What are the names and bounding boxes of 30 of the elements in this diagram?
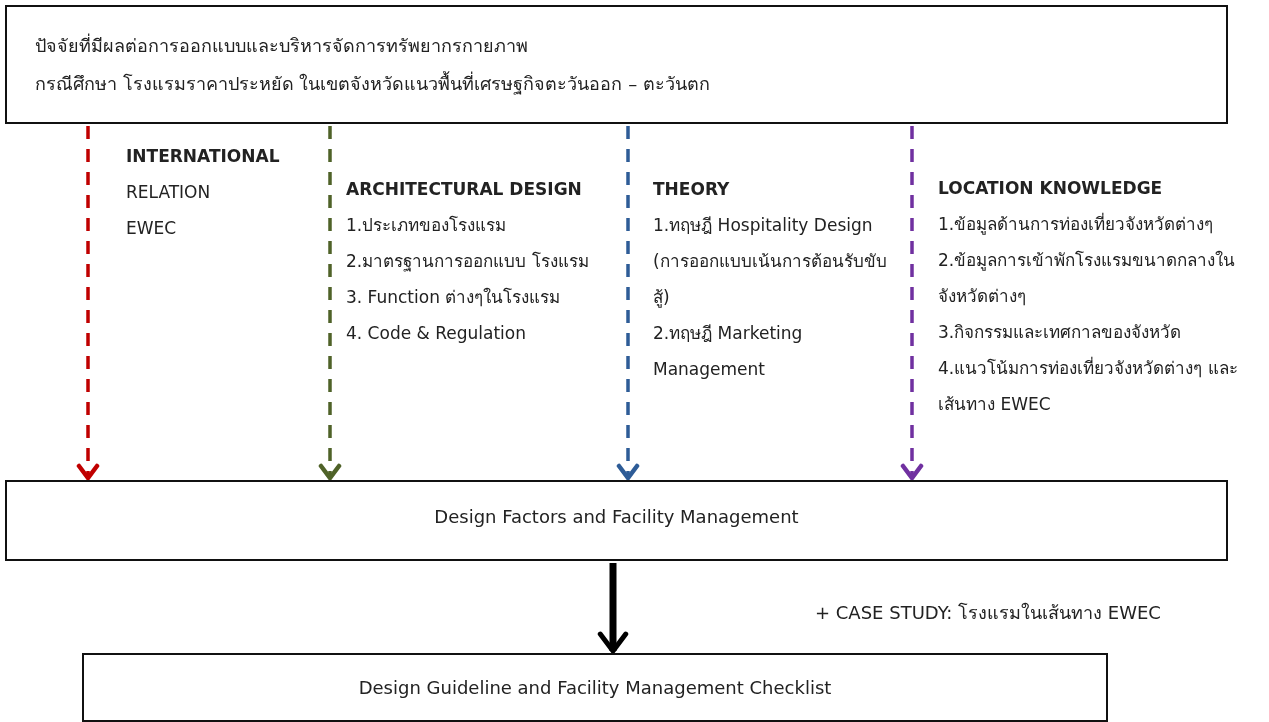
box-label: Design Factors and Facility Management: [434, 506, 799, 527]
column-heading: THEORY: [653, 178, 731, 201]
list-item: RELATION: [126, 181, 212, 204]
list-item: EWEC: [126, 217, 178, 240]
column-heading: LOCATION KNOWLEDGE: [938, 177, 1164, 200]
list-item: 1.ทฤษฎี Hospitality Design: [653, 214, 874, 237]
list-item: 1.ข้อมูลด้านการท่องเที่ยวจังหวัดต่างๆ: [938, 211, 1215, 237]
list-item: (การออกแบบเน้นการต้อนรับขับสู้): [653, 250, 888, 310]
list-item: 1.ประเภทของโรงแรม: [346, 214, 508, 237]
note-text: + CASE STUDY: โรงแรมในเส้นทาง EWEC: [815, 601, 1162, 625]
list-item: 2.ทฤษฎี Marketing Management: [653, 322, 804, 381]
list-item: 2.มาตรฐานการออกแบบ โรงแรม: [346, 250, 590, 274]
dashed-arrow: [616, 126, 640, 481]
column-heading: ARCHITECTURAL DESIGN: [346, 178, 583, 201]
process-box: [5, 5, 1228, 124]
list-item: 2.ข้อมูลการเข้าพักโรงแรมขนาดกลางในจังหวัดต่างๆ: [938, 249, 1237, 308]
arrow: [597, 563, 629, 654]
list-item: 4. Code & Regulation: [346, 322, 527, 345]
dashed-arrow: [76, 126, 100, 481]
box-label: Design Guideline and Facility Management Checklist: [358, 677, 832, 698]
process-box: [82, 653, 1108, 722]
column-heading: INTERNATIONAL: [126, 145, 281, 168]
process-box: [5, 480, 1228, 561]
subtitle-text: กรณีศึกษา โรงแรมราคาประหยัด ในเขตจังหวัดแนวพื้นที่เศรษฐกิจตะวันออก – ตะวันตก: [35, 70, 710, 97]
list-item: 4.แนวโน้มการท่องเที่ยวจังหวัดต่างๆ และเส้นทาง EWEC: [938, 355, 1239, 416]
dashed-arrow: [318, 126, 342, 481]
list-item: 3. Function ต่างๆในโรงแรม: [346, 286, 562, 309]
dashed-arrow: [900, 126, 924, 481]
title-text: ปัจจัยที่มีผลต่อการออกแบบและบริหารจัดการทรัพยากรกายภาพ: [35, 32, 528, 58]
list-item: 3.กิจกรรมและเทศกาลของจังหวัด: [938, 321, 1183, 344]
